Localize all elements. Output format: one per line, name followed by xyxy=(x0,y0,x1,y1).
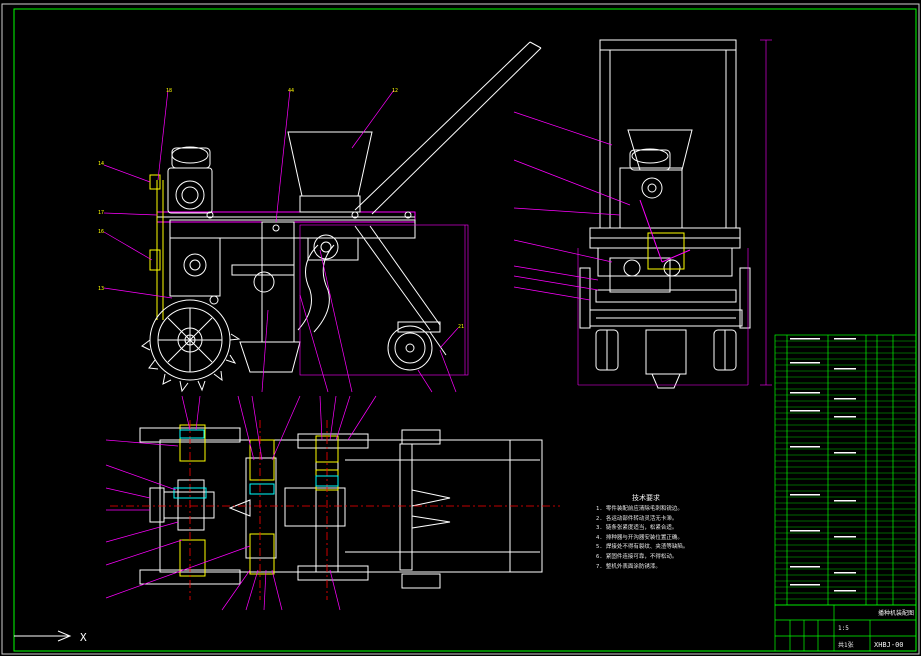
front-view-leaders xyxy=(103,89,459,393)
frame-rail xyxy=(169,219,416,239)
top-view-leaders xyxy=(105,395,377,611)
engine xyxy=(171,147,211,169)
centerlines xyxy=(110,420,560,600)
tech-requirements-title: 技术要求 xyxy=(632,494,660,502)
outer-frame xyxy=(1,3,920,655)
title-block-sheet: 共1张 xyxy=(838,642,854,649)
tech-note-4: 4. 排种器与开沟器安装位置正确。 xyxy=(596,534,683,541)
highlight-parts xyxy=(173,429,339,499)
tech-note-2: 2. 各运动部件转动灵活无卡滞。 xyxy=(596,515,678,522)
svg-text:14: 14 xyxy=(98,161,104,167)
spiked-drive-wheel xyxy=(141,299,241,393)
side-view-dimensions xyxy=(577,39,772,386)
axis-label: X xyxy=(80,631,87,644)
title-block-drawing-no: XHBJ-00 xyxy=(874,641,904,649)
svg-text:16: 16 xyxy=(98,229,104,235)
svg-text:17: 17 xyxy=(98,210,104,216)
tech-note-1: 1. 零件装配前应清除毛刺和锐边。 xyxy=(596,506,683,512)
svg-text:21: 21 xyxy=(458,324,464,330)
svg-text:18: 18 xyxy=(166,88,172,94)
press-wheel xyxy=(387,321,447,371)
front-view xyxy=(141,41,542,393)
side-view-leaders xyxy=(513,111,631,301)
tech-requirements-notes: 1. 零件装配前应清除毛刺和锐边。 2. 各运动部件转动灵活无卡滞。 3. 链条… xyxy=(596,505,688,572)
inner-frame xyxy=(13,8,917,652)
title-block-scale: 1:5 xyxy=(838,625,849,632)
svg-text:12: 12 xyxy=(392,88,398,94)
title-block-company: 播种机装配图 xyxy=(878,610,915,617)
table-text-marks xyxy=(790,338,856,592)
towing-arm xyxy=(354,41,531,211)
svg-text:13: 13 xyxy=(98,286,104,292)
top-engine-flange xyxy=(149,487,165,523)
parts-list-table xyxy=(774,334,917,606)
tech-note-3: 3. 链条张紧度适当，松紧合适。 xyxy=(596,525,678,532)
svg-text:44: 44 xyxy=(288,88,294,94)
top-view xyxy=(139,424,543,589)
front-view-part-labels: 18 14 17 16 13 44 12 21 xyxy=(98,88,464,330)
seed-hopper xyxy=(287,131,373,197)
title-block xyxy=(774,604,917,652)
tech-note-6: 6. 紧固件连接可靠，不得松动。 xyxy=(596,553,678,560)
tech-note-7: 7. 整机外表面涂防锈漆。 xyxy=(596,563,661,570)
parts-list-rows xyxy=(775,340,916,600)
tech-note-5: 5. 焊接处不得有裂纹、夹渣等缺陷。 xyxy=(596,544,689,551)
dimension-box xyxy=(299,224,469,376)
top-opener xyxy=(245,457,277,559)
side-view xyxy=(579,39,751,389)
axis-indicator xyxy=(14,630,72,642)
